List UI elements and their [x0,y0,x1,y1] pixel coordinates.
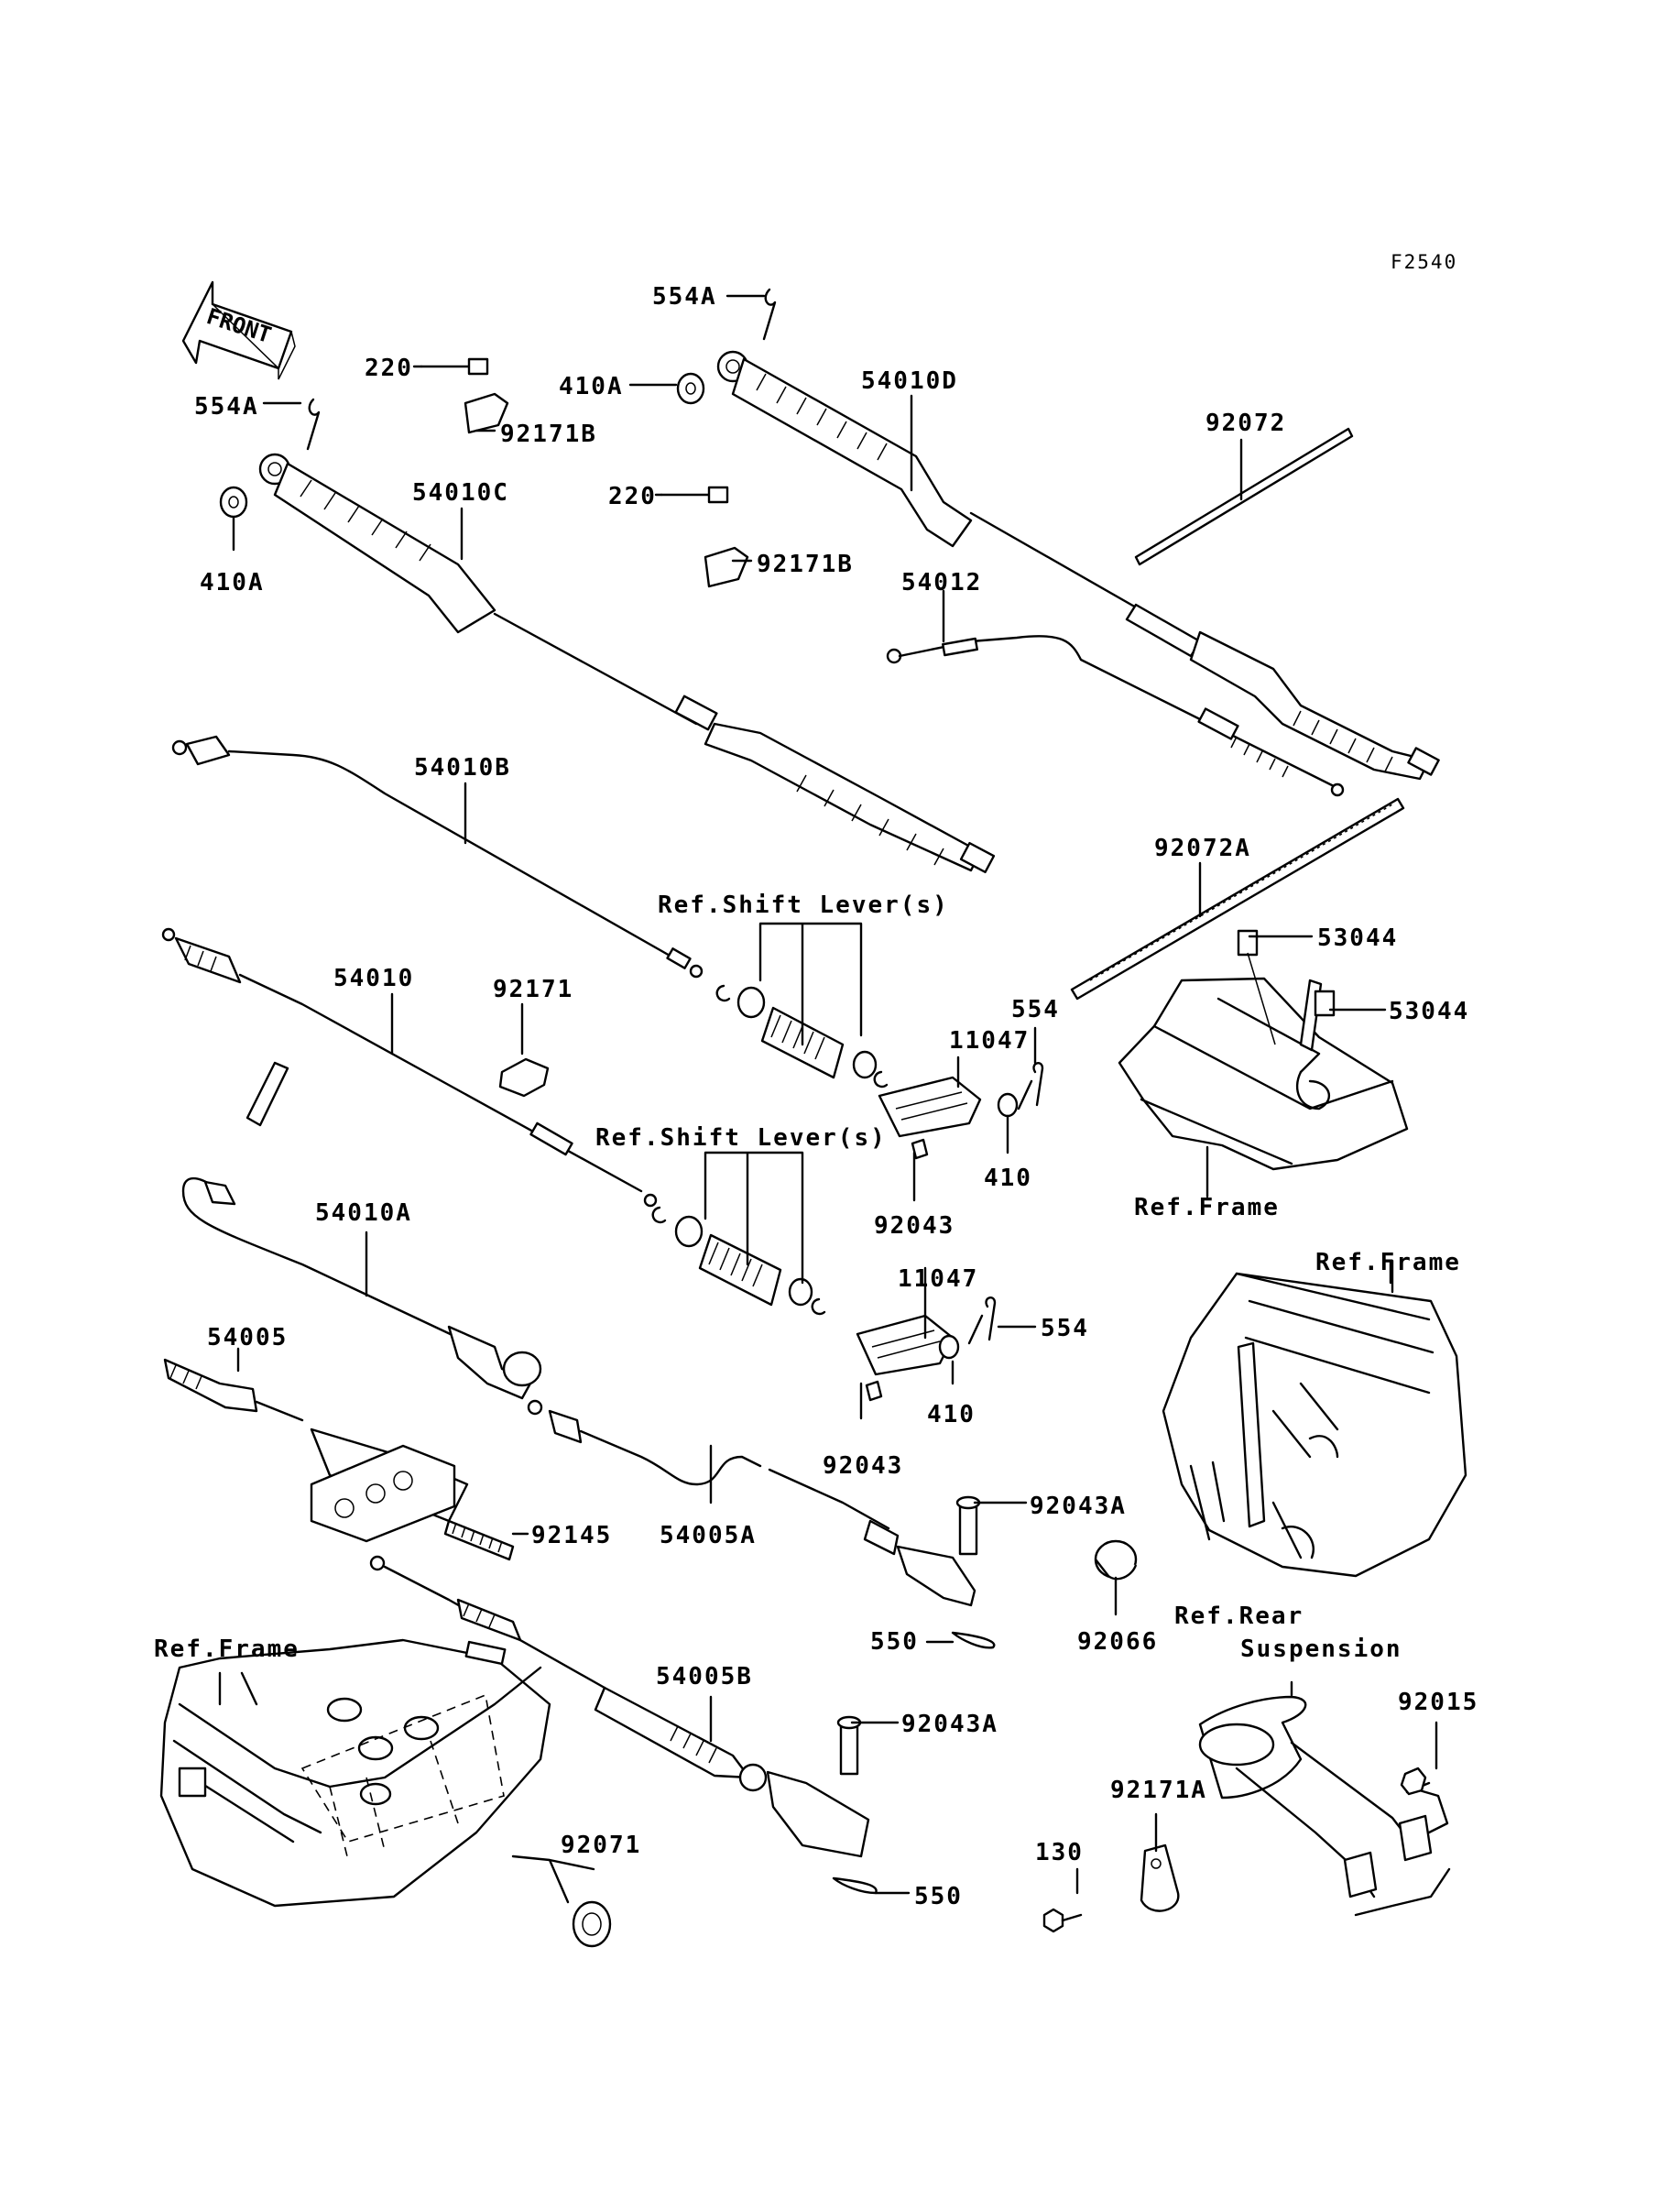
washer-410a-left [219,486,248,519]
bracket-54005 [310,1444,456,1543]
bracket-92171a [1140,1843,1180,1912]
label-54010c: 54010C [412,479,509,507]
cap-92066 [1094,1539,1138,1581]
label-54010: 54010 [333,965,414,992]
frame-ref-1 [1118,929,1409,1171]
rear-suspension-ref [1198,1695,1451,1917]
label-410a-left: 410A [200,569,265,596]
label-550-a: 550 [870,1628,919,1656]
front-arrow-icon: FRONT [181,280,296,380]
label-554a-top: 554A [652,283,717,311]
cable-54005a [527,1399,976,1607]
cable-54012 [886,635,1345,797]
label-92043a-a: 92043A [1030,1493,1127,1520]
label-92071: 92071 [561,1832,641,1859]
label-54010b: 54010B [414,754,511,782]
label-ref-rear: Ref.Rear [1174,1603,1304,1630]
cable-54010c [258,453,996,874]
label-11047-a: 11047 [949,1027,1030,1055]
label-54012: 54012 [901,569,982,596]
label-92043a-b: 92043A [901,1711,998,1738]
label-92072a: 92072A [1154,835,1251,862]
spring-92145 [443,1519,515,1561]
label-suspension: Suspension [1240,1636,1402,1663]
label-92066: 92066 [1077,1628,1158,1656]
label-92145: 92145 [531,1522,612,1549]
cable-54010a [181,1061,542,1400]
cable-54010b [171,735,704,979]
washer-410a-top [676,372,705,405]
label-220-a: 220 [365,355,413,382]
leader-lines [218,294,1438,1904]
cable-tie-92072 [1134,427,1354,566]
label-554-b: 554 [1041,1315,1089,1342]
shift-lever-assy-2 [651,1206,997,1402]
cable-54010d [716,350,1440,781]
label-ref-shift-lever-1: Ref.Shift Lever(s) [658,892,949,919]
clevis-pin-92043a-b [836,1715,862,1776]
frame-ref-3 [159,1638,612,1948]
label-54005: 54005 [207,1324,288,1351]
label-130: 130 [1035,1839,1084,1866]
screw-220-a [420,357,509,434]
label-ref-frame-3: Ref.Frame [154,1636,300,1663]
clevis-pin-92043a-a [955,1495,981,1556]
label-11047-b: 11047 [898,1265,978,1293]
label-92171a: 92171A [1110,1777,1207,1804]
label-410-b: 410 [927,1401,976,1428]
label-54010a: 54010A [315,1199,412,1227]
label-554a-left: 554A [194,393,259,421]
label-554-a: 554 [1011,996,1060,1023]
cotter-pin-550-a [951,1631,996,1649]
label-53044-b: 53044 [1389,998,1469,1025]
diagram-code: F2540 [1391,251,1457,273]
label-53044-a: 53044 [1317,924,1398,952]
label-92072: 92072 [1205,410,1286,437]
part-labels: 554A 554A 220 220 410A 410A 92171B 92171… [154,283,1478,1910]
label-220-b: 220 [608,483,657,510]
label-410-a: 410 [984,1165,1032,1192]
label-54005a: 54005A [660,1522,757,1549]
label-92171: 92171 [493,976,573,1003]
label-410a-top: 410A [559,373,624,400]
label-92015: 92015 [1398,1689,1478,1716]
label-92043-a: 92043 [874,1212,955,1240]
cable-54010 [161,927,658,1208]
pin-554a-left [306,398,321,451]
screw-220-b [660,486,749,588]
label-92171b-a: 92171B [500,421,597,448]
label-54005b: 54005B [656,1663,753,1690]
clamp-92171 [498,1057,550,1098]
label-92043-b: 92043 [823,1452,903,1480]
label-54010d: 54010D [861,367,958,395]
bolt-130 [1042,1908,1083,1933]
cotter-pin-550-b [832,1876,878,1895]
cable-54005b [369,1555,870,1858]
label-ref-frame-2: Ref.Frame [1315,1249,1461,1276]
label-ref-shift-lever-2: Ref.Shift Lever(s) [595,1124,887,1152]
frame-ref-2 [1162,1272,1467,1578]
pin-554a-top [762,288,777,341]
label-92171b-b: 92171B [757,551,854,578]
label-ref-frame-1: Ref.Frame [1134,1194,1280,1221]
label-550-b: 550 [914,1883,963,1910]
cable-tie-92072a [1070,797,1405,1001]
